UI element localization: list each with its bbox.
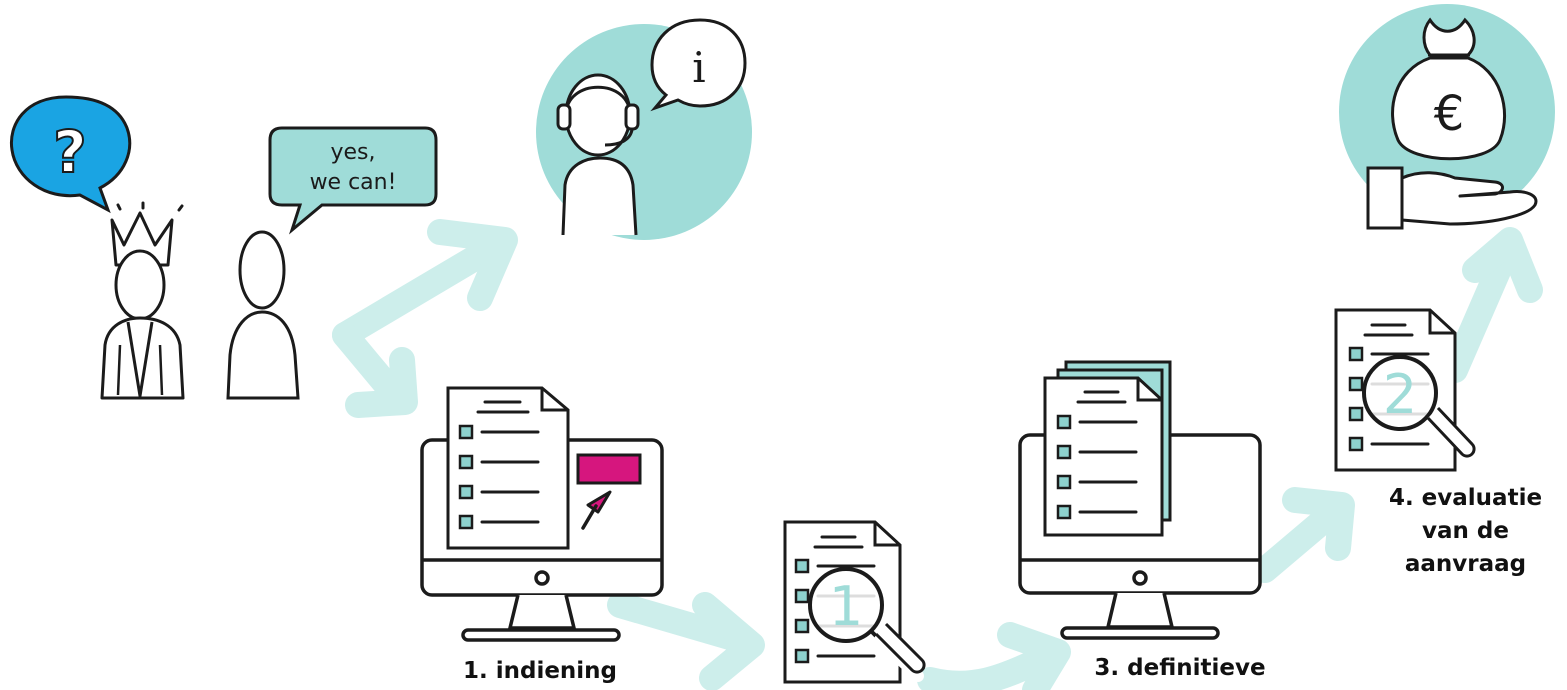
- cursor-arrow-icon: [581, 490, 612, 530]
- magnifier-number-1: 1: [829, 575, 863, 638]
- king-icon: [100, 201, 185, 400]
- question-bubble-icon: ?: [9, 95, 132, 214]
- speech-line-2: we can!: [309, 170, 397, 195]
- submit-button-illustration: [576, 453, 642, 485]
- magnifier-number-2: 2: [1383, 363, 1417, 426]
- info-glyph: i: [692, 43, 705, 92]
- magnifier-icon: 2: [1362, 355, 1476, 458]
- step-4-line-1: 4. evaluatie: [1388, 485, 1543, 511]
- arrow-icon: [332, 219, 1543, 690]
- document-stack-icon: [1043, 360, 1172, 537]
- euro-icon: €: [1434, 86, 1465, 142]
- speech-line-1: yes,: [330, 140, 376, 165]
- speech-bubble-icon: [268, 126, 438, 235]
- step-4-line-2: van de: [1422, 518, 1509, 544]
- step-4-line-3: aanvraag: [1404, 551, 1527, 577]
- magnifier-icon: 1: [808, 567, 926, 682]
- question-mark: ?: [53, 118, 87, 186]
- step-4-label: 4. evaluatie van de aanvraag: [1368, 482, 1563, 581]
- document-icon: [446, 386, 570, 550]
- info-icon: i: [650, 18, 747, 112]
- hand-icon: [1366, 166, 1538, 230]
- step-1-label: 1. indiening: [462, 658, 618, 684]
- step-3-label: 3. definitieve: [1094, 655, 1266, 681]
- speech-bubble-text: yes, we can!: [282, 138, 424, 198]
- money-bag-icon: €: [1339, 4, 1555, 220]
- person-icon: [226, 230, 300, 400]
